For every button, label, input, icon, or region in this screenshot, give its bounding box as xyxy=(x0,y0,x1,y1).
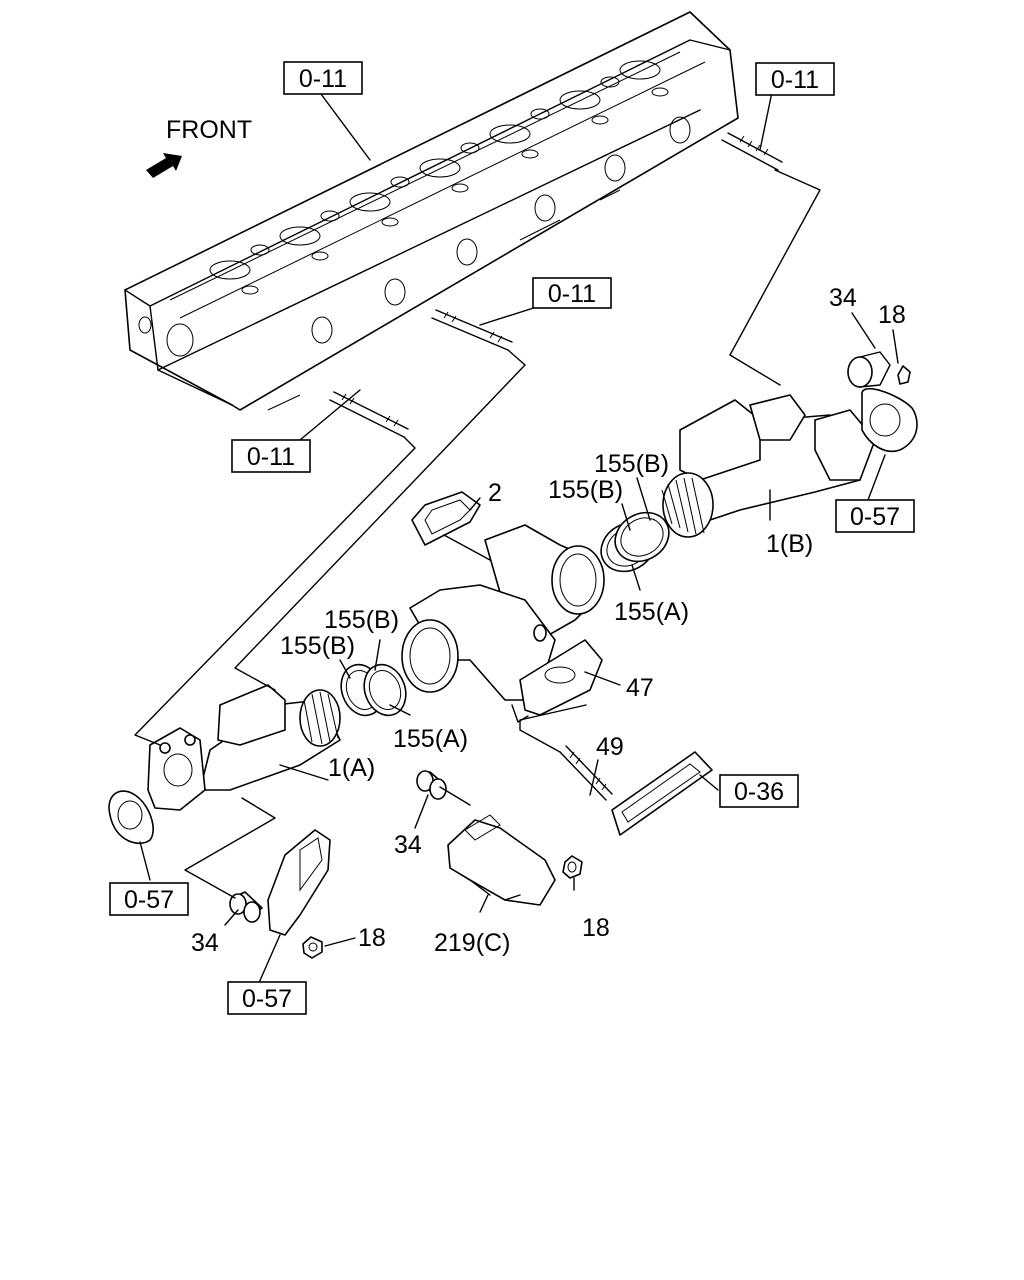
label-219c: 219(C) xyxy=(434,929,510,957)
svg-text:0-57: 0-57 xyxy=(850,503,900,531)
spacer-34-middle xyxy=(416,770,447,800)
ref-box-0-11-top-left: 0-11 xyxy=(283,61,363,95)
label-18-lower: 18 xyxy=(358,924,386,952)
ref-box-0-11-top-right: 0-11 xyxy=(755,62,835,96)
svg-text:0-36: 0-36 xyxy=(734,778,784,806)
cylinder-head xyxy=(124,11,739,411)
svg-text:0-57: 0-57 xyxy=(242,985,292,1013)
central-elbow xyxy=(401,524,605,723)
label-155b-2: 155(B) xyxy=(548,476,623,504)
svg-text:0-11: 0-11 xyxy=(548,280,596,308)
ref-box-0-11-left: 0-11 xyxy=(231,439,311,473)
stud-upper-right xyxy=(721,132,783,171)
manifold-1a xyxy=(147,684,341,811)
label-155b-1: 155(B) xyxy=(594,450,669,478)
label-47: 47 xyxy=(626,674,654,702)
leader-lines xyxy=(134,89,899,986)
label-155a-1: 155(A) xyxy=(614,598,689,626)
front-arrow-icon xyxy=(146,153,182,178)
label-155b-3: 155(B) xyxy=(324,606,399,634)
stud-middle xyxy=(431,309,513,351)
seal-rings-lower xyxy=(340,663,407,717)
label-155a-2: 155(A) xyxy=(393,725,468,753)
label-18-upper: 18 xyxy=(878,301,906,329)
front-label: FRONT xyxy=(166,116,252,144)
svg-text:0-11: 0-11 xyxy=(299,65,347,93)
label-18-middle: 18 xyxy=(582,914,610,942)
svg-text:0-11: 0-11 xyxy=(771,66,819,94)
ref-box-0-57-bottom: 0-57 xyxy=(227,981,307,1015)
svg-text:0-57: 0-57 xyxy=(124,886,174,914)
nut-18-middle xyxy=(562,855,583,879)
label-155b-4: 155(B) xyxy=(280,632,355,660)
gasket-left xyxy=(108,790,154,844)
stud-49 xyxy=(559,745,613,801)
label-34-lower: 34 xyxy=(191,929,219,957)
bracket-lower-left xyxy=(267,829,331,936)
label-34-middle: 34 xyxy=(394,831,422,859)
svg-text:0-11: 0-11 xyxy=(247,443,295,471)
ref-box-0-11-middle: 0-11 xyxy=(532,277,612,309)
manifold-1b xyxy=(661,351,918,538)
stud-lower xyxy=(329,391,409,438)
ref-box-0-36: 0-36 xyxy=(719,774,799,808)
gasket-0-36 xyxy=(611,751,713,836)
label-1a: 1(A) xyxy=(328,754,375,782)
label-2: 2 xyxy=(488,479,502,507)
spacer-34-lower xyxy=(229,891,263,923)
nut-18-lower xyxy=(302,936,323,959)
ref-box-0-57-right: 0-57 xyxy=(835,499,915,533)
seal-rings-upper xyxy=(600,511,670,573)
label-1b: 1(B) xyxy=(766,530,813,558)
bracket-219c xyxy=(447,814,556,906)
label-34-upper: 34 xyxy=(829,284,857,312)
ref-box-0-57-left: 0-57 xyxy=(109,882,189,916)
label-49: 49 xyxy=(596,733,624,761)
gasket-2 xyxy=(411,491,481,546)
